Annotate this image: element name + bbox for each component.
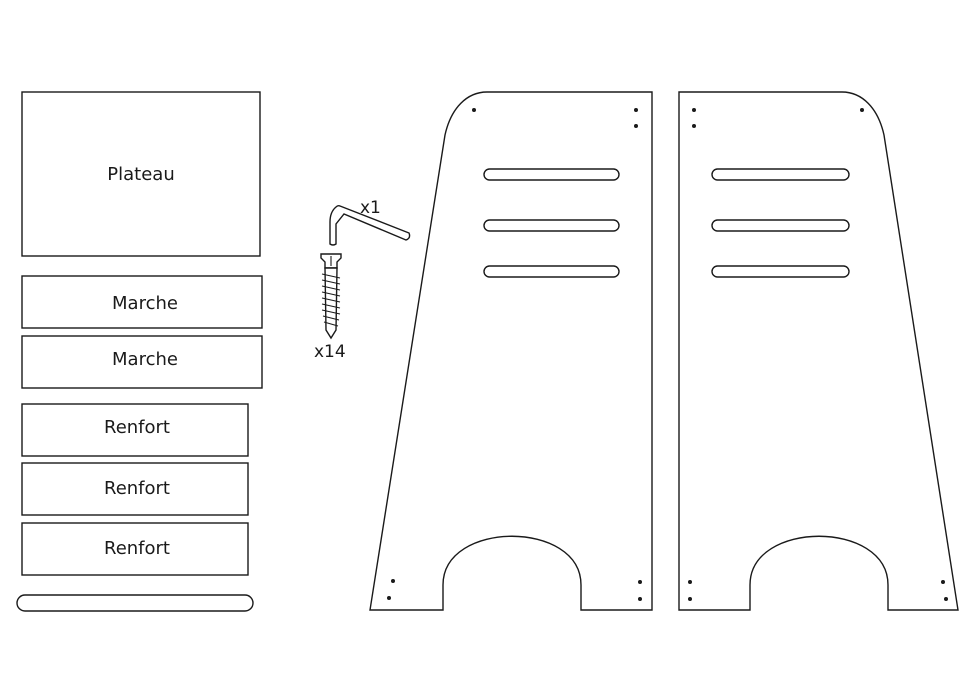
slot-left-1 (483, 168, 620, 181)
slot-left-2 (483, 219, 620, 232)
renfort-label-3: Renfort (104, 538, 170, 559)
plateau-board: Plateau (21, 91, 261, 257)
slot-right-1 (711, 168, 850, 181)
slot-left-3 (483, 265, 620, 278)
marche-label-1: Marche (112, 293, 178, 314)
renfort-board-3: Renfort (21, 522, 249, 576)
slot-right-2 (711, 219, 850, 232)
marche-board-1: Marche (21, 275, 263, 329)
screw-icon (320, 253, 342, 340)
rounded-bar (16, 594, 254, 612)
allen-key-icon (329, 204, 411, 246)
plateau-label: Plateau (107, 164, 174, 185)
allen-key-quantity: x1 (360, 198, 381, 218)
side-panel-left (369, 91, 653, 611)
renfort-label-1: Renfort (104, 417, 170, 438)
marche-label-2: Marche (112, 349, 178, 370)
marche-board-2: Marche (21, 335, 263, 389)
renfort-board-2: Renfort (21, 462, 249, 516)
renfort-board-1: Renfort (21, 403, 249, 457)
screw-quantity: x14 (314, 342, 346, 362)
side-panel-right (678, 91, 959, 611)
slot-right-3 (711, 265, 850, 278)
renfort-label-2: Renfort (104, 478, 170, 499)
